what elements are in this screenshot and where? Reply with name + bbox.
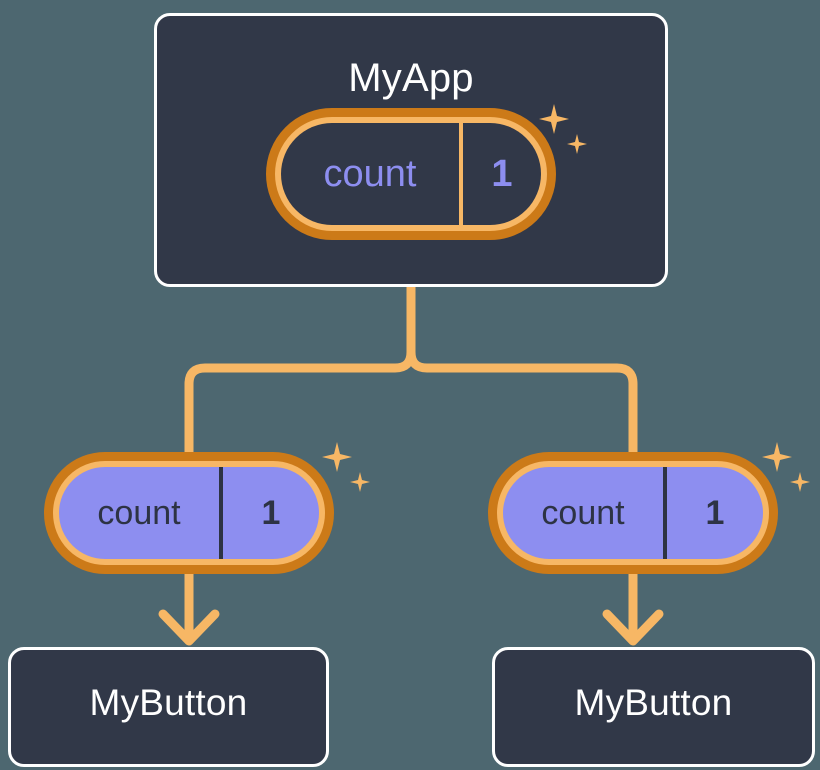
sparkle-small-icon	[350, 472, 370, 492]
signal-value-root: 1	[491, 152, 513, 195]
component-title-mybutton-right: MyButton	[574, 682, 733, 723]
signal-pill-root[interactable]: count 1	[266, 108, 556, 240]
signal-name-child-right: count	[503, 467, 667, 559]
component-card-mybutton-right[interactable]: MyButton	[492, 647, 815, 767]
signal-pill-child-right[interactable]: count 1	[488, 452, 778, 574]
branch-right-path	[406, 282, 638, 457]
signal-value-child-left: 1	[261, 493, 281, 532]
signal-pill-child-right-inner: count 1	[503, 467, 763, 559]
component-title-myapp: MyApp	[348, 56, 474, 100]
sparkle-large-icon	[762, 442, 792, 472]
signal-pill-root-inner: count 1	[281, 123, 541, 225]
signal-value-child-right: 1	[705, 493, 725, 532]
signal-name-child-left: count	[59, 467, 223, 559]
signal-pill-child-left-inner: count 1	[59, 467, 319, 559]
sparkle-large-icon	[322, 442, 352, 472]
branch-left-path	[184, 282, 416, 457]
component-title-mybutton-left: MyButton	[89, 682, 248, 723]
component-card-mybutton-left[interactable]: MyButton	[8, 647, 329, 767]
signal-pill-child-left[interactable]: count 1	[44, 452, 334, 574]
arrow-right-head	[602, 609, 664, 646]
sparkle-small-icon	[790, 472, 810, 492]
arrow-left-head	[158, 609, 220, 646]
signal-name-root: count	[281, 123, 463, 225]
